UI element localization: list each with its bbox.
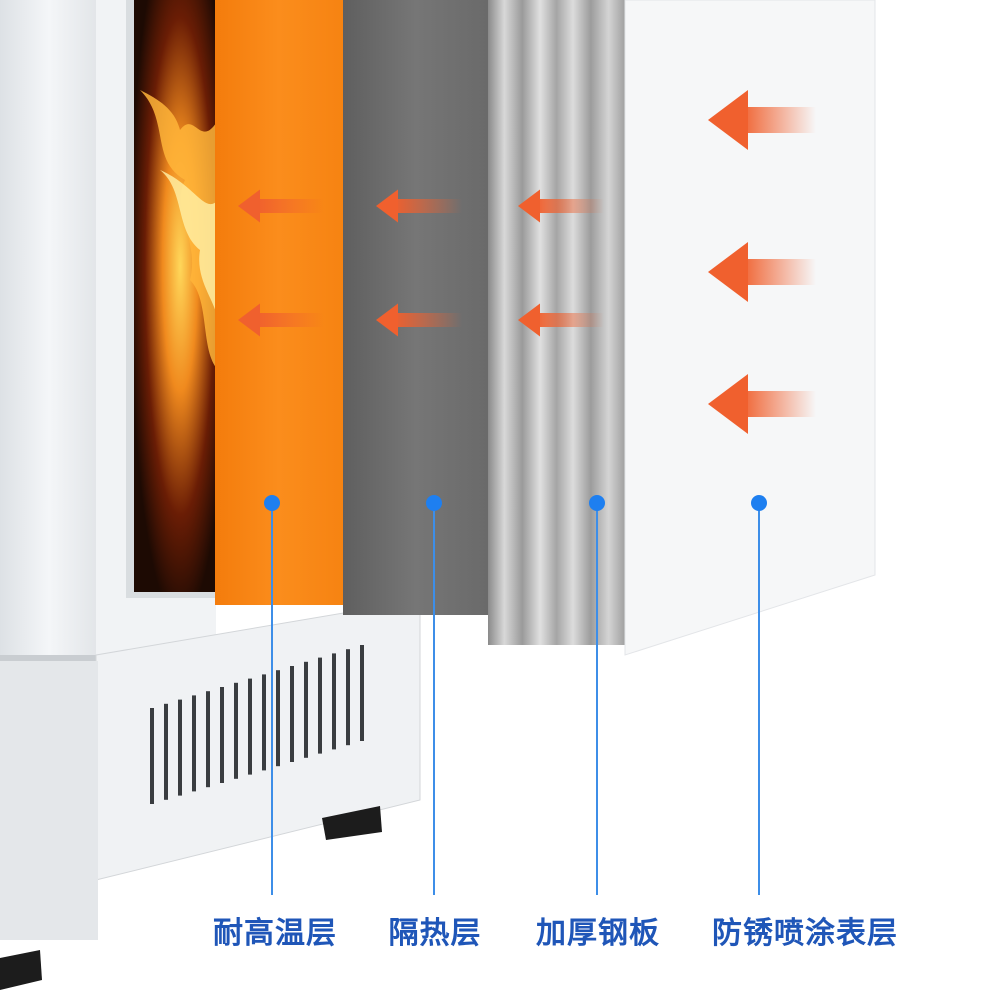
vent-slot — [150, 708, 154, 804]
marker-dot — [264, 495, 280, 511]
marker-dot — [751, 495, 767, 511]
vent-slot — [346, 649, 350, 746]
heat-arrow-icon — [518, 189, 604, 223]
layer-markers — [264, 495, 767, 895]
vent-slot — [220, 687, 224, 783]
heat-arrow-icon — [376, 303, 462, 337]
cabinet-seam — [0, 655, 100, 661]
vent-slot — [248, 678, 252, 775]
vent-slot — [164, 703, 168, 800]
cabinet-foot-left — [0, 950, 42, 990]
heat-arrow-icon — [376, 189, 462, 223]
layer-label-high-temp: 耐高温层 — [213, 916, 337, 951]
flame-icon — [140, 90, 218, 370]
vent-slot — [290, 666, 294, 762]
flame-core-icon — [160, 170, 218, 320]
heat-arrow-icon — [708, 374, 816, 434]
layer-label-coating: 防锈喷涂表层 — [712, 916, 898, 951]
heat-arrow-icon — [708, 90, 816, 150]
vent-slot — [234, 682, 238, 779]
cabinet-foot-right — [322, 806, 382, 840]
fire-window — [126, 0, 220, 598]
vent-slot — [276, 670, 280, 767]
vent-slot — [304, 661, 308, 758]
layer-panel-high-temp — [215, 0, 343, 605]
marker-dot — [426, 495, 442, 511]
vent-slot — [332, 653, 336, 750]
vent-slot — [178, 699, 182, 796]
heat-arrow-icon — [238, 189, 324, 223]
heat-arrows — [238, 90, 816, 434]
vent-slot — [318, 657, 322, 754]
layer-label-steel: 加厚钢板 — [536, 916, 660, 951]
layer-panel-coating — [624, 0, 876, 656]
cabinet-lower-side — [0, 661, 98, 940]
vent-slot — [192, 695, 196, 792]
layer-label-insulation: 隔热层 — [388, 916, 482, 951]
vent-slot — [206, 691, 210, 788]
layer-stack — [215, 0, 876, 656]
heat-arrow-icon — [708, 242, 816, 302]
marker-dot — [589, 495, 605, 511]
heat-arrow-icon — [238, 303, 324, 337]
ventilation-slots — [150, 645, 364, 804]
vent-slot — [262, 674, 266, 771]
heat-arrow-icon — [518, 303, 604, 337]
vent-slot — [360, 645, 364, 741]
layer-panel-insulation — [343, 0, 488, 615]
